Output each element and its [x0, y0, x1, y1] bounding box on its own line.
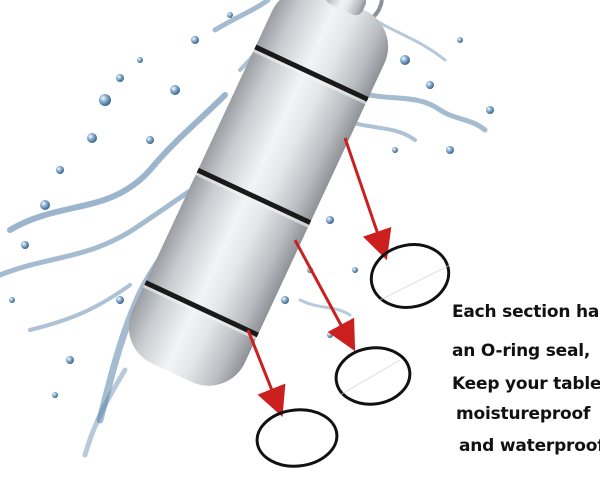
seam-ring-2 — [196, 167, 312, 225]
water-droplets — [9, 12, 494, 398]
caption-line-4: moistureproof — [456, 404, 591, 424]
aluminium-pill-capsule — [128, 0, 389, 386]
caption-line-3: Keep your tablets — [452, 374, 600, 394]
caption-line-5: and waterproof — [459, 436, 600, 456]
seam-ring-1 — [254, 44, 369, 102]
arrow-3 — [246, 329, 286, 417]
o-ring-1 — [369, 243, 451, 309]
o-ring-2 — [334, 346, 412, 406]
arrow-1 — [343, 137, 392, 261]
caption-line-1: Each section has — [452, 302, 600, 322]
o-ring-3 — [255, 408, 339, 468]
arrow-2 — [293, 239, 356, 352]
pointer-arrows — [246, 137, 392, 417]
water-splash — [0, 0, 488, 458]
o-ring-seals — [255, 243, 451, 468]
seam-ring-3 — [144, 280, 259, 338]
caption-line-2: an O-ring seal, — [452, 341, 591, 361]
